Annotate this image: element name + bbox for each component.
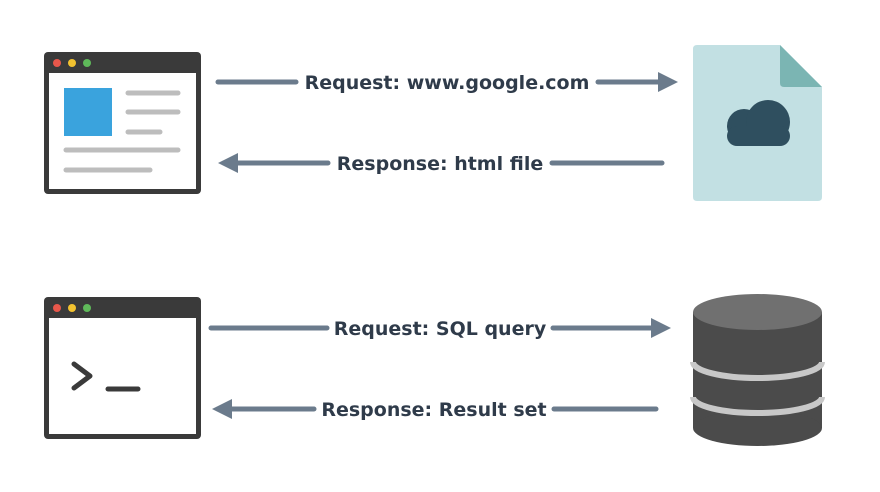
db-band-1 <box>690 361 825 381</box>
window-maximize-dot <box>83 59 91 67</box>
cloud-icon <box>727 100 790 146</box>
terminal-viewport <box>49 318 196 434</box>
db-top <box>693 294 822 330</box>
file-fold <box>780 45 822 87</box>
response-label-1: Response: html file <box>337 153 543 175</box>
image-placeholder <box>64 88 112 136</box>
window-maximize-dot <box>83 304 91 312</box>
db-band-2 <box>690 396 825 416</box>
window-minimize-dot <box>68 304 76 312</box>
request-label-1: Request: www.google.com <box>305 72 590 94</box>
window-minimize-dot <box>68 59 76 67</box>
request-label-2: Request: SQL query <box>334 318 547 340</box>
database-icon <box>690 294 825 446</box>
response-label-2: Response: Result set <box>321 399 546 421</box>
text-lines <box>63 90 181 173</box>
db-bottom <box>693 410 822 446</box>
prompt-chevron-icon <box>71 361 93 391</box>
window-close-dot <box>53 304 61 312</box>
browser-window-icon <box>44 52 201 194</box>
cloud-file-icon <box>693 45 822 201</box>
terminal-window-icon <box>44 297 201 439</box>
window-close-dot <box>53 59 61 67</box>
